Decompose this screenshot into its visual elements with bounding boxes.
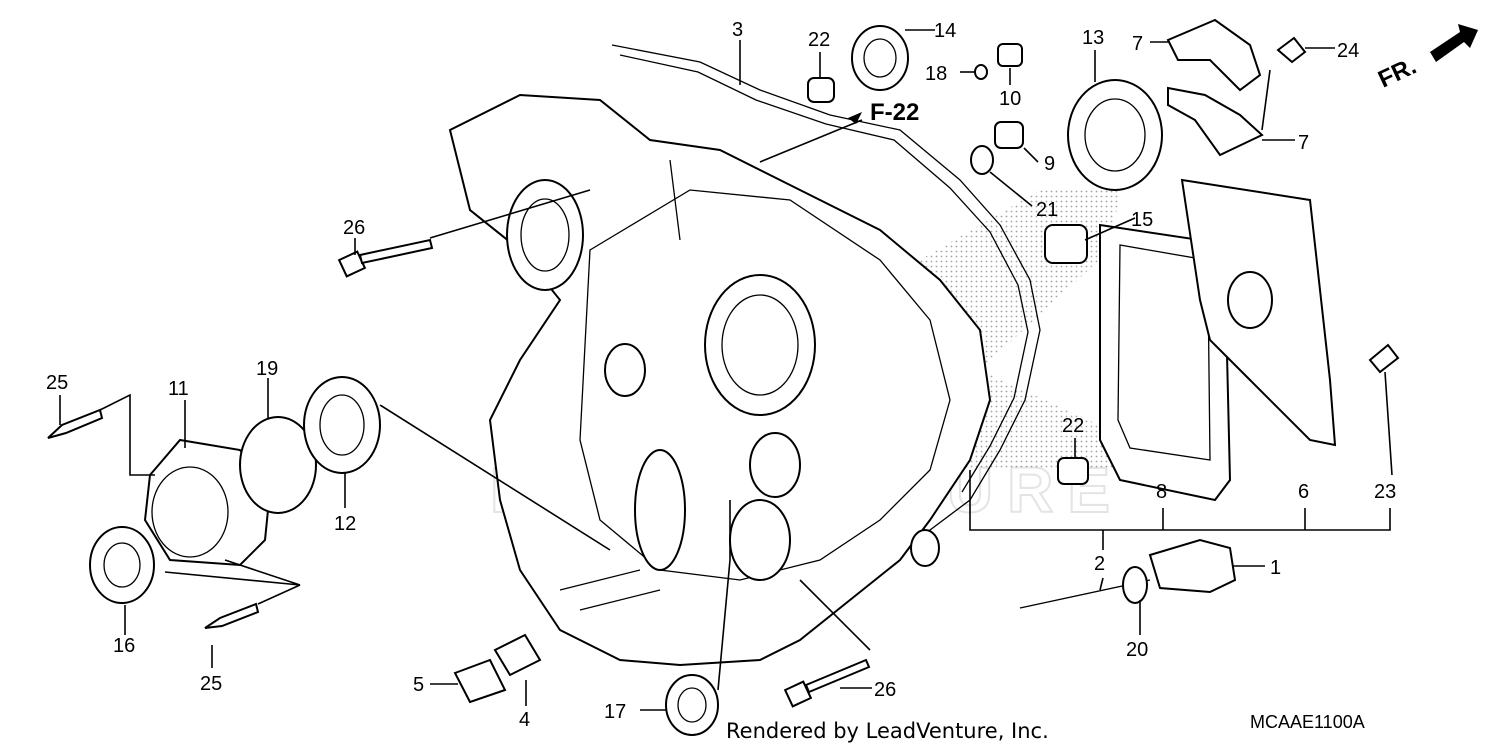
rear-crankcase-cover <box>448 93 992 667</box>
callout-14: 14 <box>934 20 956 42</box>
callout-13: 13 <box>1082 27 1104 49</box>
callout-21: 21 <box>1036 199 1058 221</box>
callout-26-lower: 26 <box>874 679 896 701</box>
callout-3: 3 <box>732 19 743 41</box>
gasket-inner-edge <box>619 54 1029 493</box>
callout-2: 2 <box>1094 553 1105 575</box>
dowel-pin-22-top <box>807 77 835 103</box>
callout-22-upper: 22 <box>808 29 830 51</box>
callout-1: 1 <box>1270 557 1281 579</box>
callout-25-upper: 25 <box>46 372 68 394</box>
collar-10 <box>997 43 1023 67</box>
callout-11: 11 <box>168 378 189 400</box>
callout-5: 5 <box>413 674 424 696</box>
callout-24: 24 <box>1337 40 1359 62</box>
dowel-pin-22-lower <box>1057 457 1089 485</box>
callout-20: 20 <box>1126 639 1148 661</box>
diagram-code: MCAAE1100A <box>1250 712 1365 732</box>
callout-7-lower: 7 <box>1298 132 1309 154</box>
bolt-25-upper <box>47 408 104 439</box>
flange-bolt-26-top <box>337 238 434 278</box>
reference-arrowhead <box>848 112 862 124</box>
bearing-14 <box>851 25 909 91</box>
callout-25-lower: 25 <box>200 673 222 695</box>
joint-9 <box>994 121 1024 149</box>
setting-plate-7 <box>1166 18 1264 157</box>
oil-seal-17 <box>665 674 719 736</box>
callout-16: 16 <box>113 635 135 657</box>
callout-8: 8 <box>1156 481 1167 503</box>
callout-26-upper: 26 <box>343 217 365 239</box>
footer-credit: Rendered by LeadVenture, Inc. <box>726 719 1049 743</box>
callout-6: 6 <box>1298 481 1309 503</box>
callout-10: 10 <box>999 88 1021 110</box>
callout-15: 15 <box>1131 209 1153 231</box>
callout-17: 17 <box>604 701 626 723</box>
flange-bolt-26-bottom <box>783 658 871 708</box>
oil-seal-16 <box>89 526 155 604</box>
cover-6-seal <box>1227 271 1273 329</box>
bearing-13 <box>1067 79 1163 191</box>
sensor-1 <box>1019 538 1237 609</box>
cap-4 <box>493 633 542 677</box>
bolt-23 <box>1368 343 1400 374</box>
callout-9: 9 <box>1044 153 1055 175</box>
callout-19: 19 <box>256 358 278 380</box>
bearing-12 <box>303 376 381 474</box>
callout-4: 4 <box>519 709 530 731</box>
reference-marker: F-22 <box>870 99 919 126</box>
o-ring-18 <box>974 64 988 80</box>
front-marker-label: FR. <box>1374 53 1420 94</box>
callout-22-lower: 22 <box>1062 415 1084 437</box>
front-direction-arrow <box>1430 24 1478 62</box>
bolt-25-lower <box>204 602 260 629</box>
needle-bearing-15 <box>1044 224 1088 264</box>
callout-23: 23 <box>1374 481 1396 503</box>
callout-18: 18 <box>925 63 947 85</box>
callout-12: 12 <box>334 513 356 535</box>
plate-5 <box>453 658 507 704</box>
o-ring-19 <box>239 416 317 514</box>
leader-lines <box>59 29 1393 711</box>
circlip-21 <box>970 145 994 175</box>
callout-7-upper: 7 <box>1132 33 1143 55</box>
bolt-24 <box>1276 36 1307 64</box>
bearing-holder-11 <box>143 438 272 567</box>
